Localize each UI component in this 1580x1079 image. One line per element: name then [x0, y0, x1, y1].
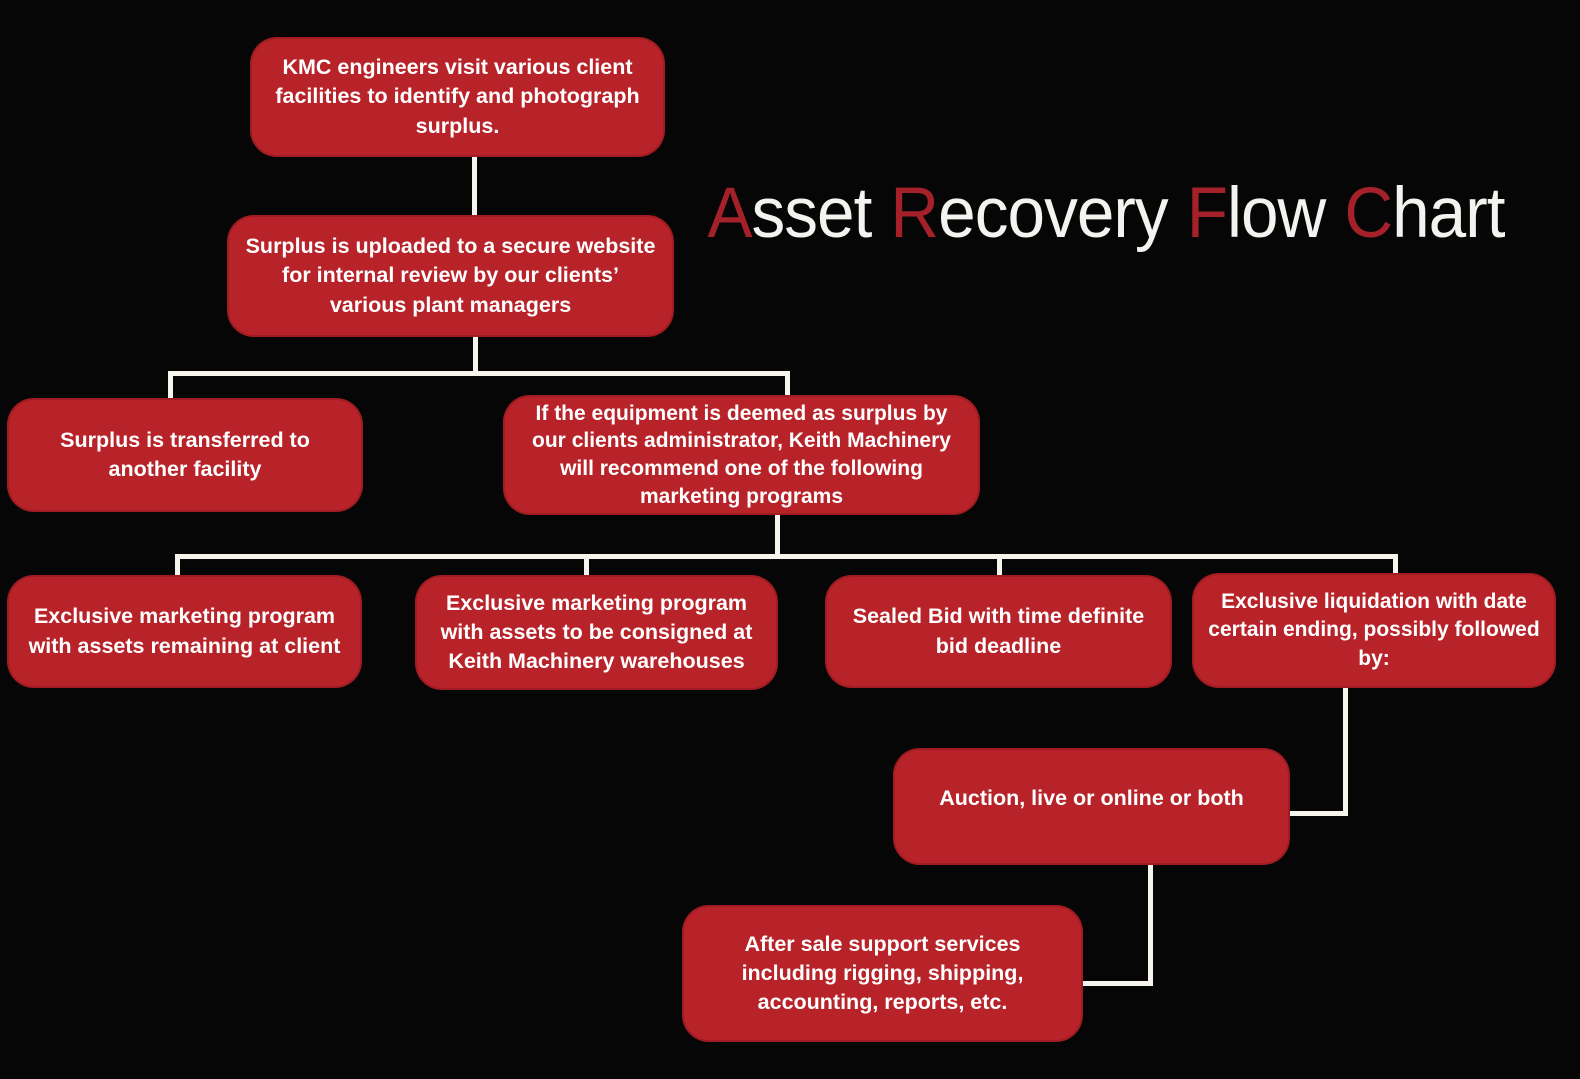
connector-liquidation-to-auction — [1288, 811, 1348, 816]
connector-liquidation-down — [1343, 688, 1348, 816]
connector-drop-sealed — [997, 554, 1002, 576]
chart-title: Asset Recovery Flow Chart — [698, 176, 1515, 256]
title-word-initial: A — [707, 174, 752, 253]
connector-deemed-stem — [775, 514, 780, 558]
flow-node-auction: Auction, live or online or both — [893, 748, 1290, 865]
connector-auction-to-aftersale — [1081, 981, 1153, 986]
flow-node-assets-remaining: Exclusive marketing program with assets … — [7, 575, 362, 688]
connector-kmc-to-upload — [472, 156, 477, 216]
title-word-initial: C — [1344, 174, 1393, 253]
flow-node-surplus-uploaded: Surplus is uploaded to a secure website … — [227, 215, 674, 337]
title-word: Chart — [1344, 174, 1505, 253]
flow-node-kmc-engineers: KMC engineers visit various client facil… — [250, 37, 665, 157]
connector-drop-remaining — [175, 554, 180, 576]
connector-rail-level4 — [175, 554, 1398, 559]
title-word-initial: F — [1186, 174, 1228, 253]
connector-drop-transfer — [168, 371, 173, 399]
title-word-rest: low — [1226, 174, 1326, 253]
flow-node-exclusive-liquidation: Exclusive liquidation with date certain … — [1192, 573, 1556, 688]
title-word-rest: ecovery — [938, 174, 1168, 253]
connector-drop-liquidation — [1393, 554, 1398, 575]
title-word: Flow — [1186, 174, 1327, 253]
connector-drop-consigned — [584, 554, 589, 576]
flow-node-after-sale-support: After sale support services including ri… — [682, 905, 1083, 1042]
connector-upload-stem — [473, 335, 478, 375]
flow-node-sealed-bid: Sealed Bid with time definite bid deadli… — [825, 575, 1172, 688]
flow-node-assets-consigned: Exclusive marketing program with assets … — [415, 575, 778, 690]
title-word-initial: R — [890, 174, 939, 253]
connector-drop-deemed — [785, 371, 790, 397]
flow-node-deemed-surplus: If the equipment is deemed as surplus by… — [503, 395, 980, 515]
title-word: Recovery — [890, 174, 1168, 253]
connector-auction-down — [1148, 864, 1153, 986]
flow-node-surplus-transferred: Surplus is transferred to another facili… — [7, 398, 363, 512]
title-word: Asset — [707, 174, 873, 253]
title-word-rest: hart — [1392, 174, 1505, 253]
connector-rail-level3 — [168, 371, 790, 376]
title-word-rest: sset — [751, 174, 873, 253]
